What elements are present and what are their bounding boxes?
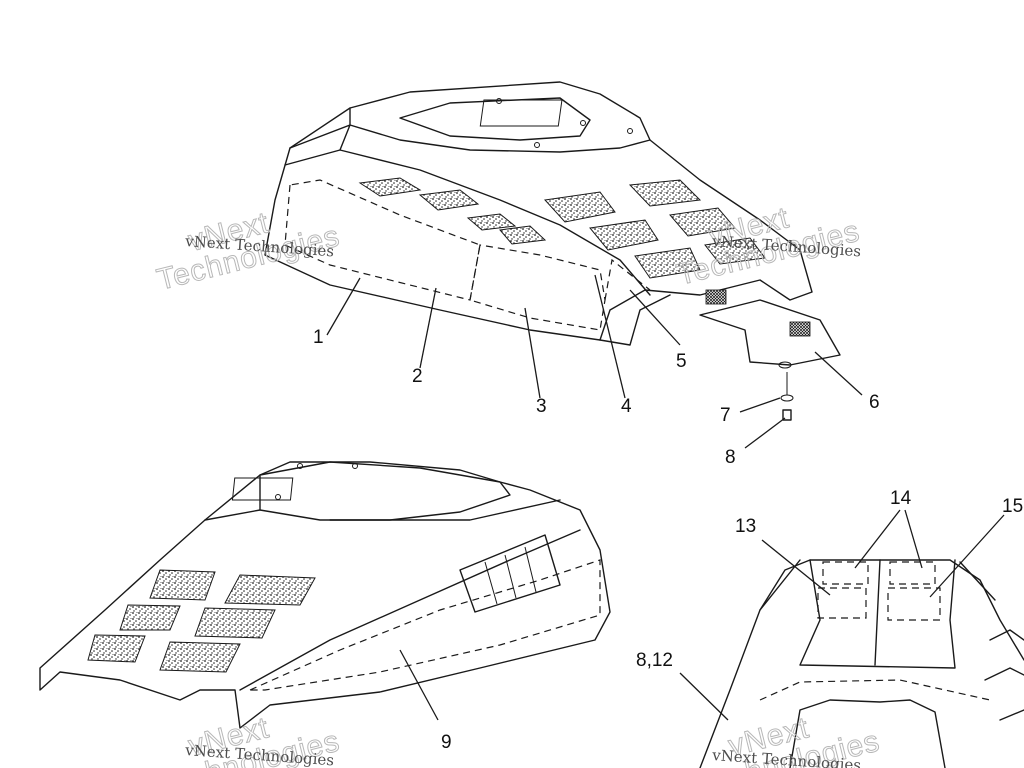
left-vent-3 — [466, 213, 517, 231]
lower-hood-fastener — [297, 463, 303, 469]
callout-5: 5 — [676, 351, 687, 372]
right-vent-6 — [704, 237, 766, 265]
leader-6 — [814, 351, 863, 396]
lower-hood-top-panel — [259, 461, 511, 521]
leader-2 — [419, 287, 437, 369]
upper-hood-top-recess — [399, 97, 591, 141]
front-hood-dashed-edge — [759, 679, 991, 701]
lower-hood-crease — [239, 529, 581, 691]
bracket-mesh — [789, 321, 811, 337]
lower-hood-fastener — [275, 494, 281, 500]
callout-7: 7 — [720, 405, 731, 426]
upper-hood-fastener — [627, 128, 633, 134]
upper-hood-front-lip — [599, 294, 671, 346]
screw — [782, 409, 792, 421]
upper-hood-crease — [339, 149, 651, 296]
lower-hood-shell — [39, 461, 611, 729]
leader-1 — [326, 277, 361, 336]
upper-hood-fastener — [580, 120, 586, 126]
decal-outline-4 — [604, 258, 651, 301]
lower-vent-6 — [159, 641, 241, 673]
front-view-assembly — [679, 509, 1024, 768]
bracket-hole — [778, 361, 792, 369]
right-vent-4 — [628, 179, 702, 207]
upper-hood-fastener — [534, 142, 540, 148]
leader-7 — [739, 397, 781, 413]
callout-8: 8 — [725, 447, 736, 468]
left-vent-1 — [358, 177, 422, 197]
upper-hood-fastener — [496, 98, 502, 104]
front-hood-divider — [874, 559, 881, 666]
decal-outline-3 — [469, 244, 606, 331]
decal-outline-15 — [887, 587, 941, 621]
decal-outline-13 — [817, 587, 867, 619]
leader-8-12 — [679, 672, 729, 721]
upper-hood-edge — [284, 124, 351, 166]
callout-4: 4 — [621, 396, 632, 417]
front-hood-windshield-cut — [789, 699, 946, 768]
left-vent-2 — [418, 189, 480, 211]
callout-2: 2 — [412, 366, 423, 387]
lower-hood-vent-window — [231, 477, 294, 501]
side-louver-slats — [484, 546, 537, 605]
callout-15: 15 — [1002, 496, 1023, 517]
leader-9 — [399, 649, 439, 721]
lower-vent-5 — [194, 607, 276, 639]
front-hood-edge — [759, 559, 996, 611]
leader-15 — [929, 514, 1005, 598]
side-louver-panel — [459, 534, 561, 613]
callout-3: 3 — [536, 396, 547, 417]
bracket-mesh — [705, 289, 727, 305]
callout-6: 6 — [869, 392, 880, 413]
right-vent-3 — [634, 247, 701, 279]
leader-14b — [904, 509, 923, 569]
lower-vent-1 — [149, 569, 216, 601]
right-vent-2 — [589, 219, 659, 251]
lower-vent-4 — [224, 574, 316, 606]
lower-hood-fastener — [352, 463, 358, 469]
callout-13: 13 — [735, 516, 756, 537]
left-vent-4 — [499, 225, 547, 245]
front-hood-side-louvers — [984, 629, 1024, 721]
callout-labels: 1 2 3 4 5 6 7 8 9 13 14 15 8,12 — [313, 327, 1023, 753]
upper-hood-assembly — [264, 81, 863, 449]
right-vent-5 — [669, 207, 736, 237]
leader-8 — [744, 417, 786, 449]
lower-vent-3 — [87, 634, 146, 663]
leader-14a — [854, 509, 901, 569]
callout-9: 9 — [441, 732, 452, 753]
mounting-bracket — [699, 299, 841, 366]
decal-outline-14b — [889, 561, 936, 585]
lower-vent-2 — [119, 604, 181, 631]
decal-outline-14a — [822, 561, 869, 585]
leader-5 — [629, 289, 681, 346]
washer — [780, 394, 794, 402]
leader-13 — [761, 539, 831, 596]
decal-outline-1 — [284, 179, 481, 301]
right-vent-1 — [543, 191, 616, 223]
leader-4 — [594, 274, 626, 399]
upper-hood-shell — [264, 107, 813, 341]
upper-hood-top-panel — [349, 81, 651, 153]
upper-hood-vent-window — [479, 99, 563, 127]
callout-1: 1 — [313, 327, 324, 348]
lower-hood-assembly — [39, 461, 611, 729]
decal-outline-9 — [249, 559, 601, 691]
callout-8-12: 8,12 — [636, 650, 673, 671]
leader-3 — [524, 307, 541, 399]
lower-hood-edge — [204, 499, 561, 521]
callout-14: 14 — [890, 488, 912, 509]
